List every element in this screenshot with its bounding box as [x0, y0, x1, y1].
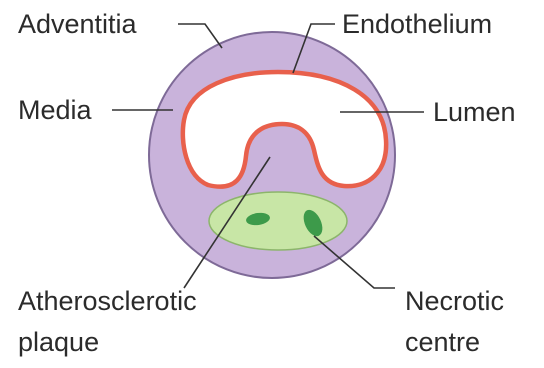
label-atherosclerotic-line1: Atherosclerotic	[18, 286, 197, 316]
label-endothelium: Endothelium	[342, 9, 492, 39]
label-atherosclerotic-line2: plaque	[18, 327, 99, 357]
label-necrotic-line2: centre	[405, 327, 480, 357]
label-adventitia: Adventitia	[18, 9, 137, 39]
label-lumen: Lumen	[433, 97, 516, 127]
leader-line-adventitia	[178, 24, 222, 48]
label-media: Media	[18, 95, 92, 125]
necrotic-area	[209, 192, 347, 250]
label-necrotic-line1: Necrotic	[405, 286, 504, 316]
